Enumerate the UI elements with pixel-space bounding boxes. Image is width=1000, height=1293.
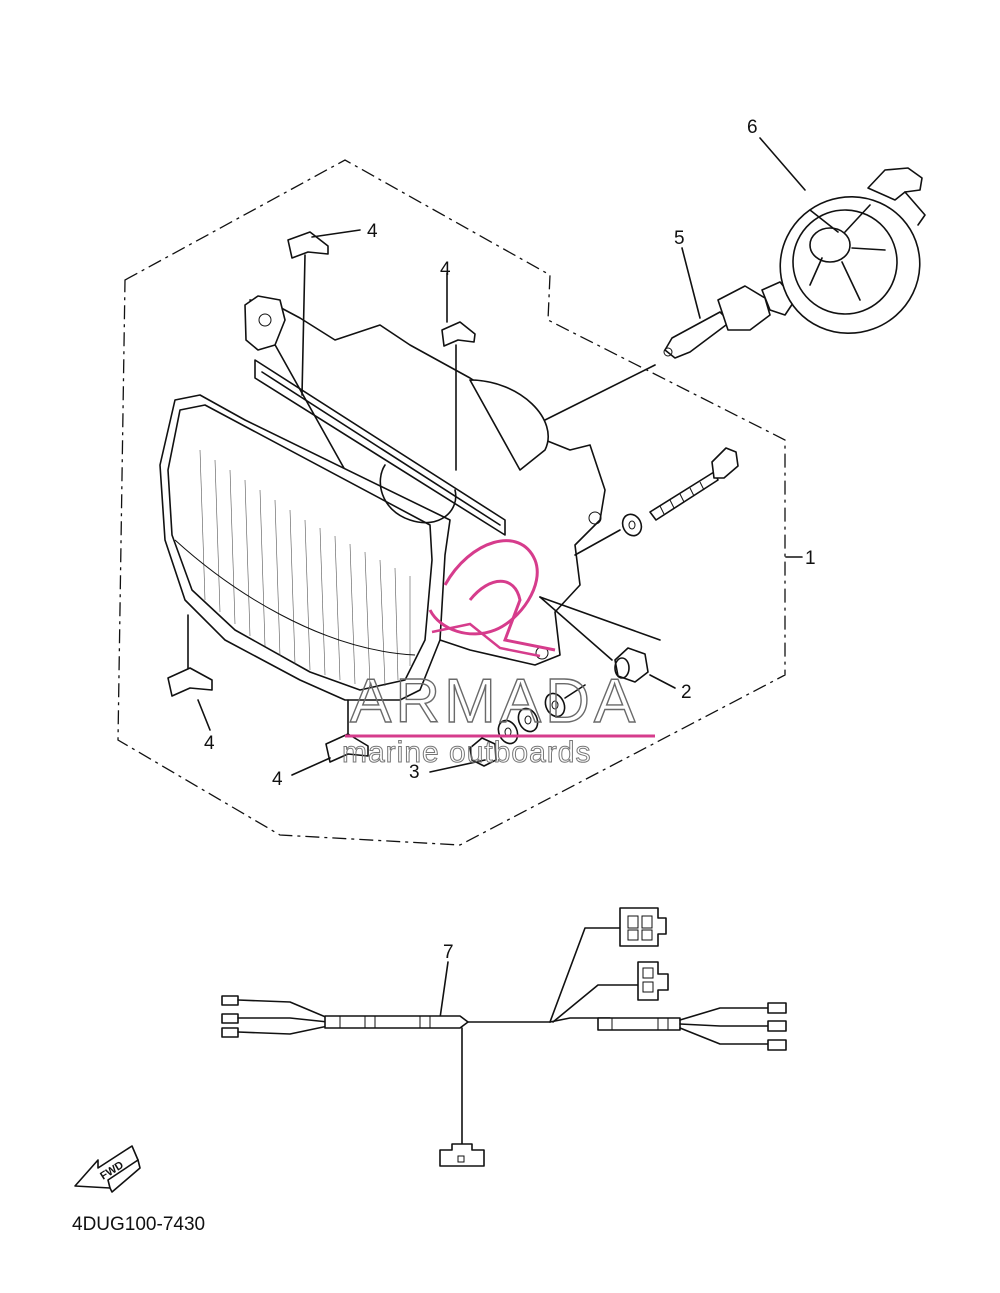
wire-harness-part-7 xyxy=(221,907,787,1167)
callout-6: 6 xyxy=(747,117,758,138)
clip-part-4c xyxy=(167,667,213,697)
clip-part-4b xyxy=(441,321,476,347)
callout-1: 1 xyxy=(805,548,816,569)
callout-3: 3 xyxy=(409,762,420,783)
armada-watermark: ARMADA marine outboards xyxy=(342,539,655,770)
armada-logo-icon xyxy=(428,539,556,658)
grommet-part-2 xyxy=(539,596,661,683)
bulb-part-5 xyxy=(663,281,801,359)
callout-4-bottom: 4 xyxy=(272,769,283,790)
watermark-brand: ARMADA xyxy=(350,667,639,736)
lens-pattern xyxy=(174,449,416,687)
fwd-arrow-icon: FWD xyxy=(74,1145,141,1193)
headlight-housing xyxy=(159,295,606,701)
adjusting-screw xyxy=(574,447,739,556)
socket-cover-part-6 xyxy=(779,167,926,335)
nut-washer-part-3 xyxy=(469,684,586,767)
callout-2: 2 xyxy=(681,682,692,703)
callout-5: 5 xyxy=(674,228,685,249)
callout-leaders xyxy=(197,137,806,1019)
clip-part-4a xyxy=(287,231,329,259)
callout-4-lower-left: 4 xyxy=(204,733,215,754)
callout-7: 7 xyxy=(443,942,454,963)
callout-4-top-left: 4 xyxy=(367,221,378,242)
callout-4-top-mid: 4 xyxy=(440,259,451,280)
watermark-tagline: marine outboards xyxy=(342,736,591,769)
diagram-code: 4DUG100-7430 xyxy=(72,1214,206,1235)
